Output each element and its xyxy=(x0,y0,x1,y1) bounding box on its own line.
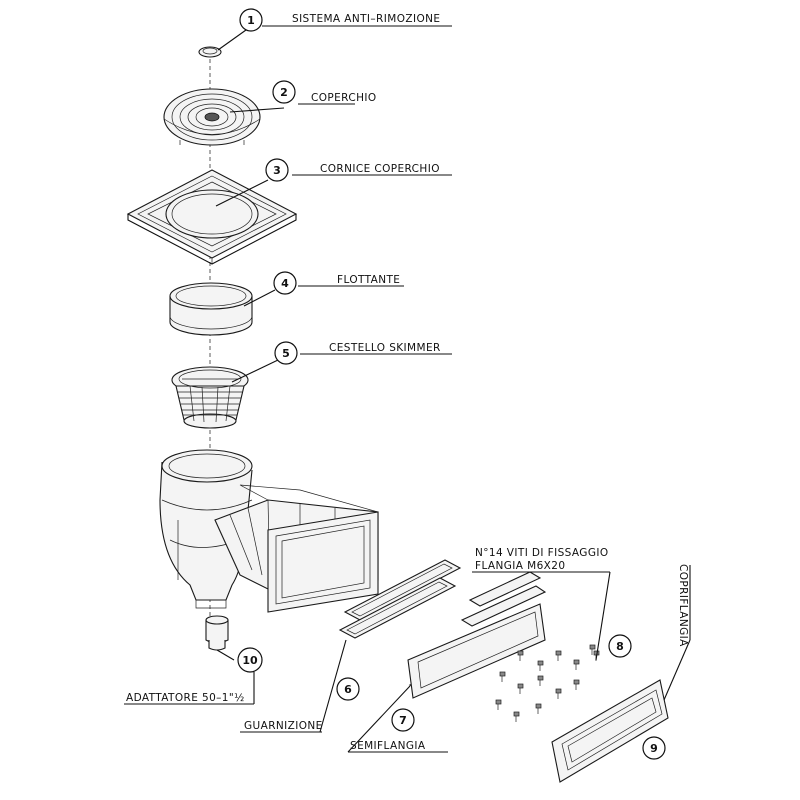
svg-text:9: 9 xyxy=(650,742,658,755)
half-flange-icon xyxy=(407,603,546,699)
callout-8: 8 xyxy=(608,634,632,658)
leader-line-9 xyxy=(663,639,691,701)
leader-line-5 xyxy=(231,359,279,383)
svg-text:10: 10 xyxy=(242,654,258,667)
leader-line-3 xyxy=(215,179,269,207)
label-lid: COPERCHIO xyxy=(311,92,377,104)
svg-text:4: 4 xyxy=(281,277,289,290)
leader-line-10 xyxy=(216,649,235,661)
callout-3: 3 xyxy=(265,158,289,182)
label-anti-removal: SISTEMA ANTI–RIMOZIONE xyxy=(292,13,440,25)
svg-text:3: 3 xyxy=(273,164,281,177)
label-half-flange: SEMIFLANGIA xyxy=(350,740,426,752)
lid-icon xyxy=(163,88,261,146)
callout-10: 10 xyxy=(237,647,263,673)
svg-text:6: 6 xyxy=(344,683,352,696)
label-float: FLOTTANTE xyxy=(337,274,400,286)
svg-text:7: 7 xyxy=(399,714,407,727)
callout-5: 5 xyxy=(274,341,298,365)
callout-6: 6 xyxy=(336,677,360,701)
anti-removal-cap-icon xyxy=(198,46,222,58)
leader-line-4 xyxy=(243,289,276,307)
skimmer-basket-icon xyxy=(171,366,249,429)
leader-line-2 xyxy=(229,107,285,113)
callout-9: 9 xyxy=(642,736,666,760)
leader-line-1 xyxy=(217,29,247,51)
leader-line-8 xyxy=(595,571,611,661)
label-gasket: GUARNIZIONE xyxy=(244,720,323,732)
label-screws-line1: N°14 VITI DI FISSAGGIO xyxy=(475,547,609,559)
svg-text:2: 2 xyxy=(280,86,288,99)
leader-line-6 xyxy=(319,639,347,733)
callout-1: 1 xyxy=(239,8,263,32)
callout-4: 4 xyxy=(273,271,297,295)
label-screws-line2: FLANGIA M6X20 xyxy=(475,560,565,572)
label-basket: CESTELLO SKIMMER xyxy=(329,342,441,354)
label-lid-frame: CORNICE COPERCHIO xyxy=(320,163,440,175)
skimmer-body xyxy=(159,449,379,613)
label-flange-cover: COPRIFLANGIA xyxy=(677,564,689,647)
svg-text:8: 8 xyxy=(616,640,624,653)
callout-2: 2 xyxy=(272,80,296,104)
flange-cover-icon xyxy=(551,679,669,783)
screws-icon xyxy=(495,644,600,722)
adapter-icon xyxy=(205,615,229,651)
float-ring-icon xyxy=(169,282,253,336)
callout-7: 7 xyxy=(391,708,415,732)
svg-text:1: 1 xyxy=(247,14,255,27)
label-adapter: ADATTATORE 50–1"½ xyxy=(126,692,245,704)
svg-text:5: 5 xyxy=(282,347,290,360)
lid-frame-icon xyxy=(126,169,298,265)
leader-line-7 xyxy=(347,685,411,753)
